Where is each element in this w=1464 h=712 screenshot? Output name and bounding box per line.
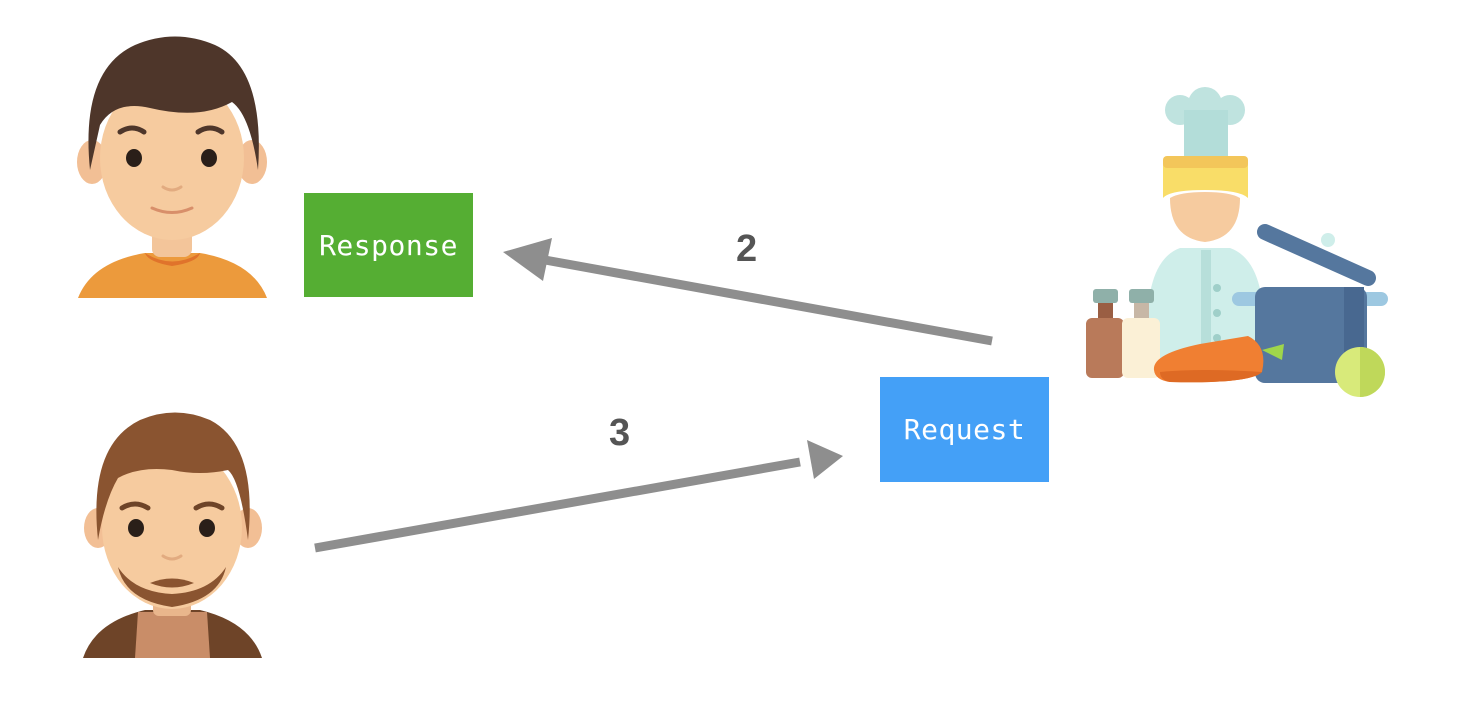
request-box: Request	[880, 377, 1049, 482]
response-box: Response	[304, 193, 473, 297]
step-2-label: 2	[736, 228, 758, 270]
customer-man-icon	[77, 36, 267, 298]
chef-cooking-icon	[1086, 87, 1388, 397]
request-label: Request	[903, 413, 1026, 446]
response-label: Response	[319, 228, 458, 262]
arrow-2-to-response	[503, 238, 993, 346]
customer-bearded-man-icon	[83, 412, 262, 658]
step-3-label: 3	[609, 412, 631, 454]
arrow-3-to-request	[314, 440, 843, 553]
